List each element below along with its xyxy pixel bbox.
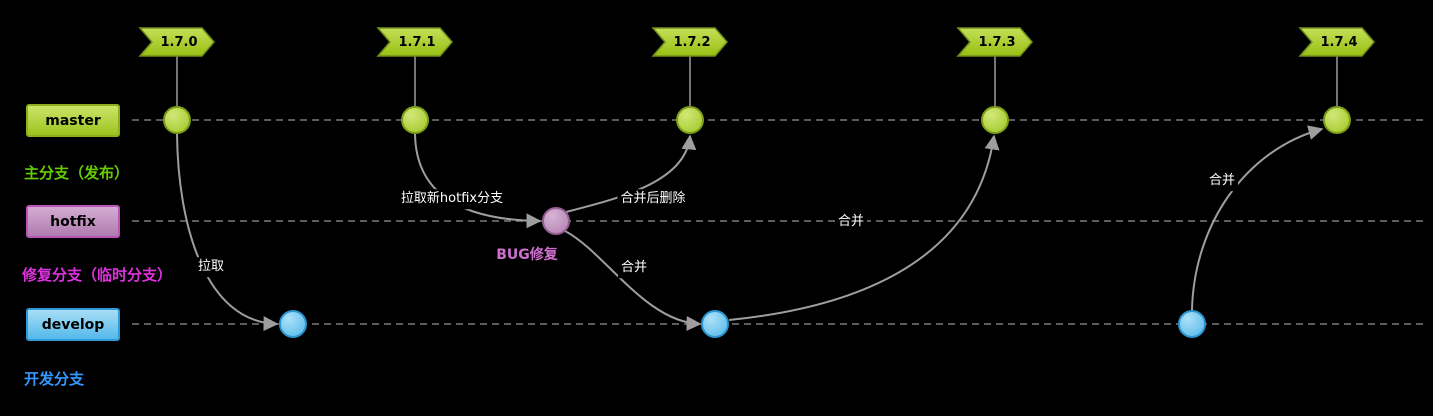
version-tag-shape-173: [956, 27, 1033, 57]
version-tag-170: 1.7.0: [160, 34, 198, 50]
branch-badge-hotfix-label: hotfix: [50, 213, 96, 230]
edge-merge-develop-to-master-174: [1191, 125, 1324, 311]
version-tag-173: 1.7.3: [978, 34, 1016, 50]
bugfix-annotation: BUG修复: [496, 247, 558, 263]
commit-node-hotfix: [542, 207, 570, 235]
commit-node-master-174: [1323, 106, 1351, 134]
branch-desc-develop: 开发分支: [24, 370, 85, 388]
branch-badge-develop: develop: [26, 308, 120, 341]
commit-node-master-173: [981, 106, 1009, 134]
commit-node-develop-3: [1178, 310, 1206, 338]
edge-merge-develop-to-master-173: [728, 134, 1000, 321]
edge-label-pull-hotfix: 拉取新hotfix分支: [397, 189, 507, 209]
edge-merge-hotfix-to-develop: [564, 230, 702, 331]
version-tag-shape-172: [651, 27, 728, 57]
commit-node-master-171: [401, 106, 429, 134]
edge-label-merge-to-master-174: 合并: [1205, 171, 1239, 191]
branch-badge-master-label: master: [45, 112, 101, 129]
edge-label-merge-after-delete: 合并后删除: [617, 189, 689, 209]
commit-node-master-170: [163, 106, 191, 134]
commit-node-develop-2: [701, 310, 729, 338]
edge-pull-master-to-develop: [176, 133, 279, 332]
version-tag-174: 1.7.4: [1320, 34, 1358, 50]
commit-node-master-172: [676, 106, 704, 134]
branch-badge-master: master: [26, 104, 120, 137]
version-tag-171: 1.7.1: [398, 34, 436, 50]
branch-badge-hotfix: hotfix: [26, 205, 120, 238]
edge-label-merge-to-master-173: 合并: [834, 212, 868, 232]
edge-label-merge-to-develop: 合并: [617, 258, 651, 278]
branch-desc-hotfix: 修复分支（临时分支）: [22, 266, 173, 284]
version-tag-shape-170: [138, 27, 215, 57]
commit-node-develop-1: [279, 310, 307, 338]
version-tag-shape-171: [376, 27, 453, 57]
branch-badge-develop-label: develop: [41, 316, 105, 333]
version-tag-172: 1.7.2: [673, 34, 711, 50]
branch-desc-master: 主分支（发布）: [24, 164, 130, 182]
edge-merge-hotfix-to-master: [565, 134, 697, 213]
edge-label-pull: 拉取: [194, 257, 228, 277]
version-tag-shape-174: [1298, 27, 1375, 57]
